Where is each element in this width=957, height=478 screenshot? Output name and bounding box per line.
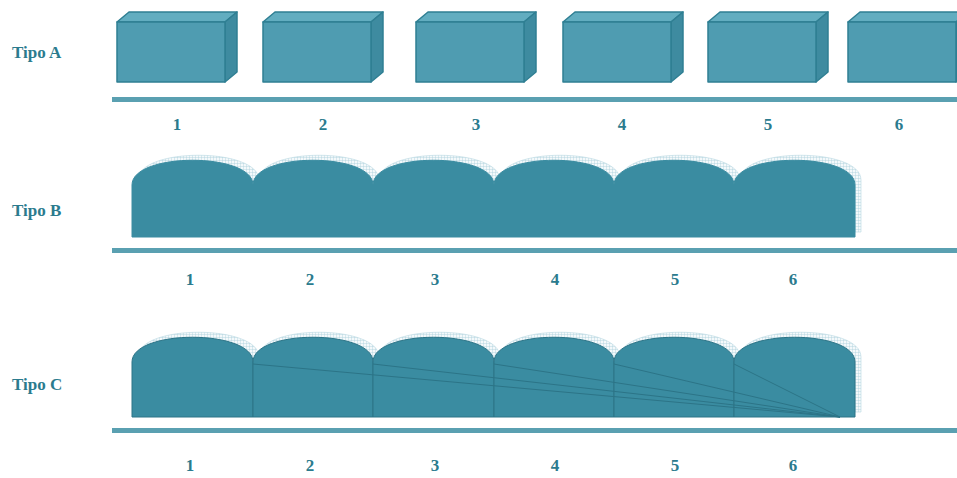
position-number: 6 (895, 116, 904, 133)
position-number: 6 (789, 271, 798, 288)
position-number: 1 (173, 116, 182, 133)
position-number: 2 (306, 271, 315, 288)
box (117, 12, 237, 82)
box (563, 12, 683, 82)
position-number: 1 (186, 271, 195, 288)
box (848, 12, 957, 82)
position-number: 4 (618, 116, 627, 133)
base-bar (112, 428, 957, 433)
box (416, 12, 536, 82)
box-row (117, 12, 957, 82)
position-number: 3 (431, 457, 440, 474)
dome-row (132, 155, 861, 237)
box (263, 12, 383, 82)
position-number: 1 (186, 457, 195, 474)
row-label: Tipo A (12, 44, 61, 61)
position-number: 3 (431, 271, 440, 288)
position-number: 5 (764, 116, 773, 133)
dome-row (132, 332, 861, 417)
position-number: 5 (671, 457, 680, 474)
position-number: 4 (551, 271, 560, 288)
base-bar (112, 248, 957, 253)
position-number: 4 (551, 457, 560, 474)
box (708, 12, 828, 82)
position-number: 2 (306, 457, 315, 474)
base-bar (112, 97, 957, 102)
row-label: Tipo C (12, 376, 62, 393)
position-number: 6 (789, 457, 798, 474)
row-label: Tipo B (12, 202, 61, 219)
position-number: 2 (319, 116, 328, 133)
position-number: 3 (472, 116, 481, 133)
position-number: 5 (671, 271, 680, 288)
diagonal-lines (253, 364, 840, 417)
